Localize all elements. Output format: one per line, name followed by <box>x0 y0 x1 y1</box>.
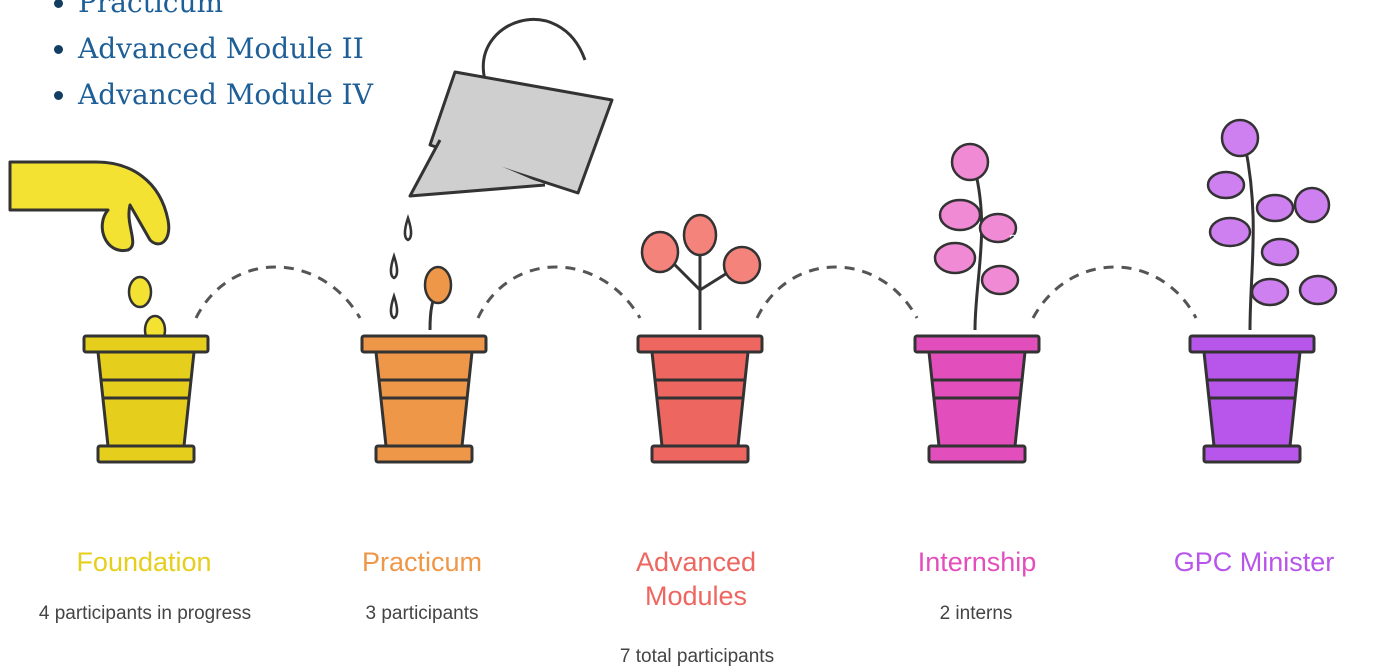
stage-detail-foundation: 4 participants in progress <box>38 603 252 624</box>
flower-pot-gpc-minister <box>1188 334 1316 464</box>
water-drop-icon <box>389 214 413 320</box>
plant-stem <box>1243 144 1255 331</box>
flower-pot-practicum <box>360 334 488 464</box>
bullet-item: Advanced Module II <box>78 26 373 72</box>
flower-icon <box>1206 118 1338 307</box>
flower-pot-foundation <box>82 334 210 464</box>
stage-title-practicum: Practicum <box>361 547 483 577</box>
sprout-leaf-icon <box>423 265 453 305</box>
watering-can-icon <box>408 18 614 198</box>
connector-arc <box>755 265 919 319</box>
connector-arc <box>476 265 642 319</box>
stage-title-internship: Internship <box>917 547 1037 577</box>
bullet-list: Practicum Advanced Module II Advanced Mo… <box>40 0 373 118</box>
connector-arc <box>194 265 362 319</box>
flower-pot-internship <box>913 334 1041 464</box>
stage-title-gpc-minister: GPC Minister <box>1173 547 1335 577</box>
stage-detail-internship: 2 interns <box>939 603 1013 624</box>
flower-pot-advanced-modules <box>636 334 764 464</box>
stage-detail-practicum: 3 participants <box>365 603 479 624</box>
hand-icon <box>8 160 171 252</box>
overlay-text: acti tion <box>1008 226 1092 250</box>
stage-title-advanced-modules: Advanced Modules <box>635 547 757 611</box>
flower-icon <box>933 142 1020 296</box>
bullet-item: Advanced Module IV <box>78 72 373 118</box>
bullet-item: Practicum <box>78 0 373 26</box>
stage-title-foundation: Foundation <box>76 547 212 577</box>
seed-icon <box>127 275 167 346</box>
leaf-icon <box>640 213 762 285</box>
plant-stem <box>973 169 984 331</box>
stage-detail-advanced-modules: 7 total participants <box>619 646 775 667</box>
connector-arc <box>1031 265 1198 319</box>
